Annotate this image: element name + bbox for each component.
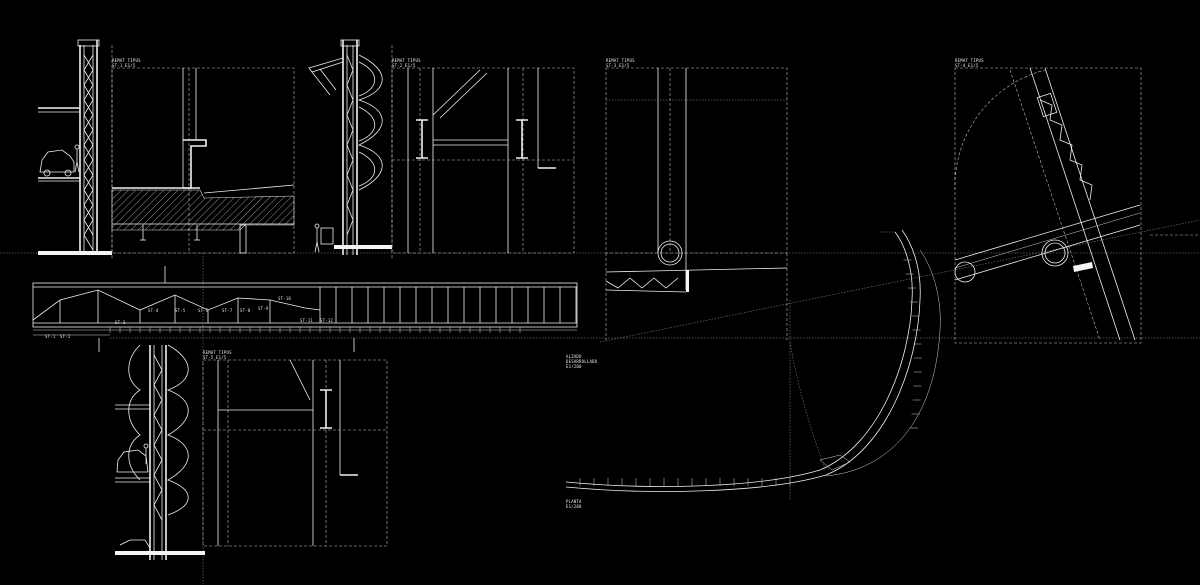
planta-scale: E1/200 (566, 504, 582, 509)
section-detail-st4: REMAT TIPUS ST-4 E1/5 (954, 58, 1200, 344)
detail-1-title: REMAT TIPUS (112, 58, 141, 63)
elevation-tag: ST-11 (300, 318, 313, 323)
section-detail-st5: REMAT TIPUS ST-5 E1/5 (115, 344, 388, 560)
elevation-tag: ST-7 (222, 308, 233, 313)
elevation-tag: ST-4 (148, 308, 159, 313)
elevation-tag: ST-8 (240, 308, 251, 313)
alzado-scale: E1/200 (566, 364, 582, 369)
developed-elevation (32, 266, 578, 352)
elevation-tag: ST-2 (60, 334, 71, 339)
alzado-title: ALZADO (566, 354, 582, 359)
detail-4-scale: ST-4 E1/5 (955, 63, 979, 68)
section-detail-st2: REMAT TIPUS ST-2 E1/5 (308, 39, 575, 258)
detail-5-title: REMAT TIPUS (203, 350, 232, 355)
detail-2-scale: ST-2 E1/5 (392, 63, 416, 68)
detail-2-title: REMAT TIPUS (392, 58, 421, 63)
elevation-tag: ST-6 (198, 308, 209, 313)
detail-4-title: REMAT TIPUS (955, 58, 984, 63)
detail-3-title: REMAT TIPUS (606, 58, 635, 63)
elevation-tag: ST-10 (278, 296, 291, 301)
detail-1-scale: ST-1 E1/5 (112, 63, 136, 68)
elevation-tag: ST-1 (45, 334, 56, 339)
section-detail-st3: REMAT TIPUS ST-3 E1/5 (605, 58, 788, 340)
construction-lines (0, 219, 1200, 585)
elevation-tag: ST-9 (258, 306, 269, 311)
alzado-sub: DESARROLLADO (566, 359, 598, 364)
detail-5-scale: ST-5 E1/5 (203, 355, 227, 360)
elevation-tag: ST-5 (175, 308, 186, 313)
plan-curve (565, 229, 941, 492)
section-detail-st1: REMAT TIPUS ST-1 E1/5 (38, 39, 295, 258)
detail-3-scale: ST-3 E1/5 (606, 63, 630, 68)
elevation-tag: ST-12 (320, 318, 333, 323)
planta-title: PLANTA (566, 499, 582, 504)
elevation-tag: ST-3 (115, 320, 126, 325)
